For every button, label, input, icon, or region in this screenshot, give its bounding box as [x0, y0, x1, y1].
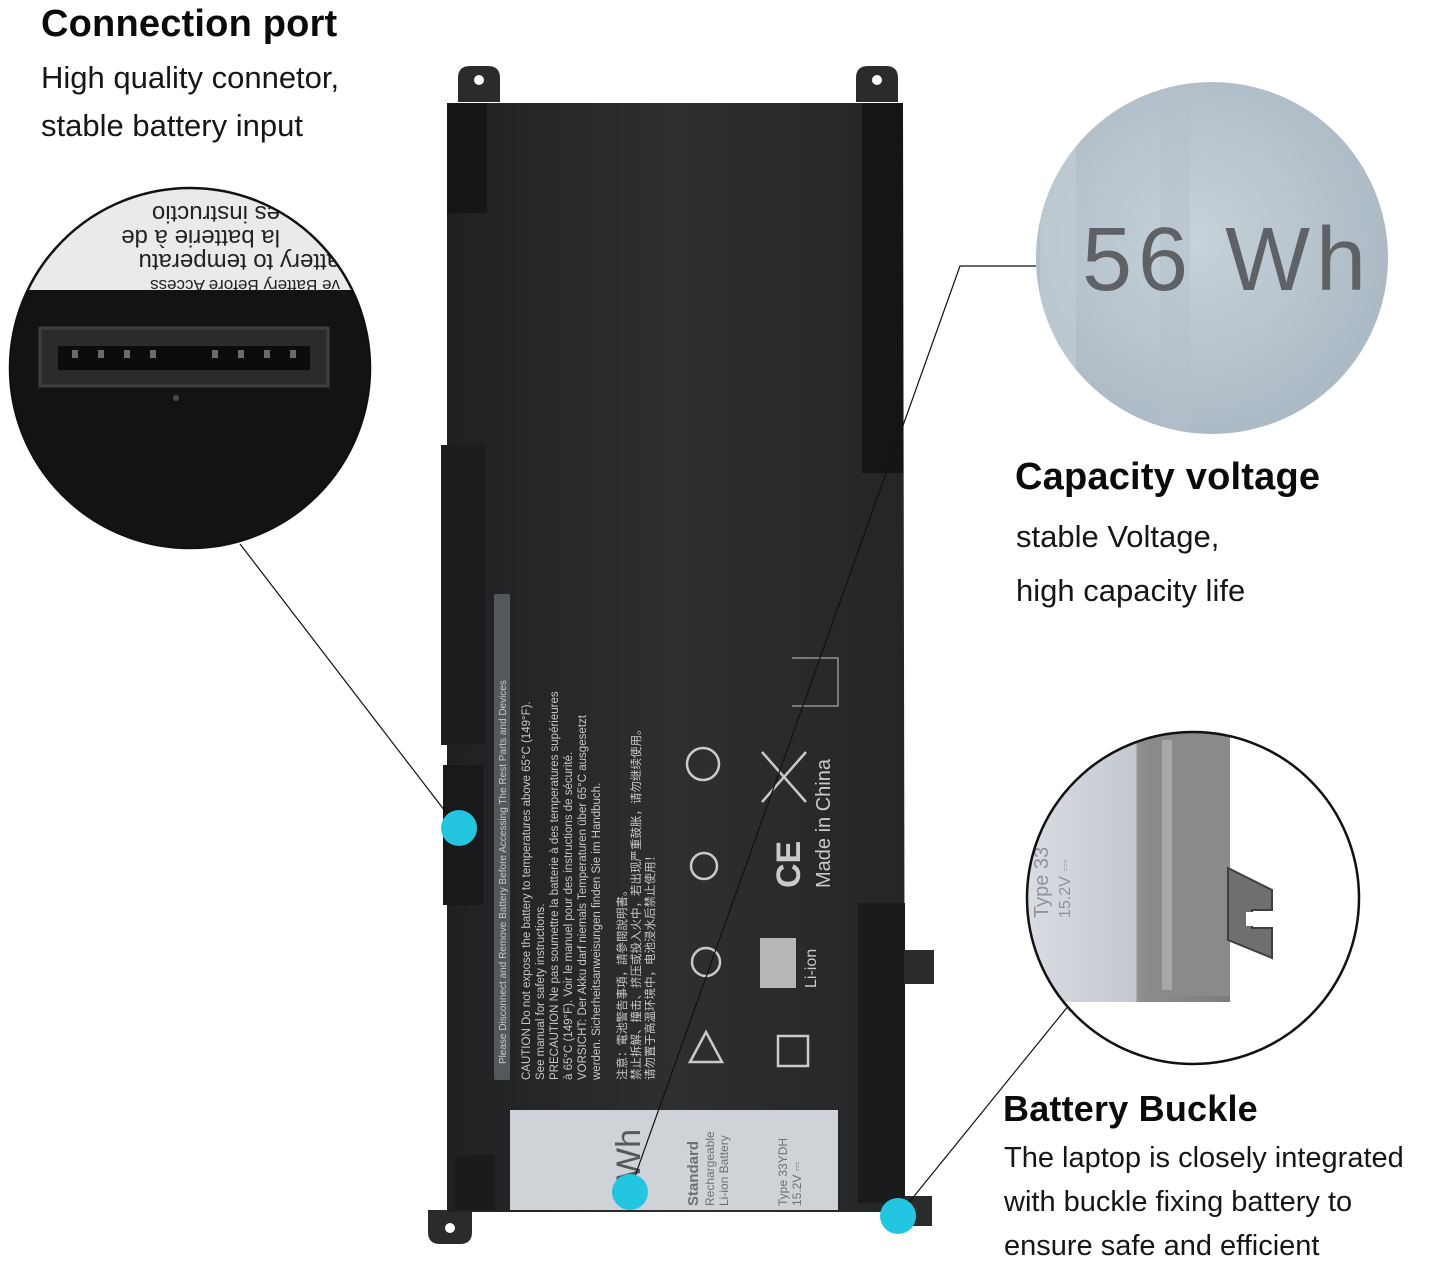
mounting-tab-bottom-left	[428, 1210, 472, 1244]
zoom-connector-line-4: ns.	[78, 178, 110, 205]
warning-line-5: VORSICHT: Der Akku darf niemals Temperat…	[577, 714, 589, 1080]
warning-line-7: 注意：電池警告事項，請參閱說明書。	[615, 885, 629, 1081]
spec-line-0: Standard	[685, 1141, 702, 1206]
battery-buckle-description-line-2: with buckle fixing battery to	[1004, 1186, 1353, 1218]
zoom-connector-line-0: ve Battery Before Access	[150, 276, 340, 295]
buckle-clip	[1227, 866, 1273, 960]
recycle-box-icon	[776, 1034, 810, 1068]
spec-line-2: Li-ion Battery	[717, 1135, 731, 1206]
recycle-5-icon	[685, 746, 721, 782]
warning-line-0: Please Disconnect and Remove Battery Bef…	[498, 680, 509, 1064]
certification-marks	[685, 746, 810, 1068]
buckle-zoom-circle: Type 33 15.2V ⎓	[1025, 730, 1361, 1066]
spec-line-1: Rechargeable	[703, 1131, 717, 1206]
warning-line-2: See manual for safety instructions.	[535, 904, 547, 1080]
made-in-label: Made in China	[813, 758, 835, 888]
connection-port-description-line-2: stable battery input	[41, 108, 303, 143]
marker-connection	[441, 810, 477, 846]
no-dispose-icon	[690, 946, 722, 978]
battery-buckle-description-line-1: The laptop is closely integrated	[1004, 1142, 1404, 1174]
warning-line-1: CAUTION Do not expose the battery to tem…	[521, 701, 533, 1080]
connector-socket	[38, 326, 330, 388]
battery-buckle-title: Battery Buckle	[1003, 1088, 1258, 1129]
warning-line-3: PRECAUTION Ne pas soumettre la batterie …	[549, 691, 561, 1080]
battery-warning-label: Please Disconnect and Remove Battery Bef…	[494, 594, 657, 1081]
warning-triangle-icon	[687, 1029, 725, 1064]
battery-pack: Please Disconnect and Remove Battery Bef…	[428, 66, 934, 1244]
warning-line-4: à 65°C (149°F). Voir le manuel pour des …	[563, 752, 575, 1080]
capacity-voltage-description-line-2: high capacity life	[1016, 573, 1246, 608]
grounding-icon	[689, 851, 719, 881]
capacity-label: Wh	[610, 1129, 648, 1180]
capacity-zoom-text: 56 Wh	[1082, 210, 1372, 310]
zoom-connector-line-2: la batterie à de	[121, 224, 280, 251]
leader-line-connection	[239, 543, 459, 829]
crossed-bin-icon	[761, 751, 807, 803]
zoom-buckle-line-1: 15.2V ⎓	[1057, 859, 1074, 918]
connection-port-title: Connection port	[41, 3, 338, 45]
marker-capacity	[612, 1174, 648, 1210]
hotspot-markers	[441, 810, 916, 1234]
connection-port-description-line-1: High quality connetor,	[41, 60, 340, 95]
capacity-voltage-title: Capacity voltage	[1015, 456, 1321, 498]
zoom-connector-line-3: es instructio	[152, 200, 280, 227]
capacity-zoom-circle: 56 Wh	[1036, 82, 1388, 434]
mounting-tab-top-right	[856, 66, 898, 102]
mounting-tab-top-left	[458, 66, 500, 102]
battery-buckle-description-line-3: ensure safe and efficient	[1004, 1230, 1320, 1262]
warning-line-9: 请勿置于高温环境中，电池浸水后禁止使用！	[643, 850, 657, 1080]
leader-line-capacity	[629, 265, 1036, 1191]
marker-buckle	[880, 1198, 916, 1234]
spec-line-3: Type 33YDH	[776, 1138, 790, 1206]
warning-line-6: werden. Sicherheitsanweisungen finden Si…	[591, 783, 603, 1081]
capacity-voltage-description-line-1: stable Voltage,	[1016, 519, 1220, 554]
zoom-connector-line-1: attery to temperatu	[139, 248, 340, 275]
ce-mark: CE	[770, 841, 808, 888]
recycle-label: Li-ion	[803, 949, 820, 988]
spec-label: Wh Standard Rechargeable Li-ion Battery …	[510, 1110, 838, 1210]
zoom-buckle-line-0: Type 33	[1031, 847, 1053, 918]
spec-line-4: 15.2V ⎓	[790, 1161, 804, 1206]
connector-zoom-circle: ve Battery Before Access attery to tempe…	[8, 178, 372, 550]
leader-lines	[239, 265, 1079, 1217]
warning-line-8: 禁止拆解、撞击、挤压或投入火中，若出现严重鼓胀，请勿继续使用。	[629, 724, 643, 1081]
